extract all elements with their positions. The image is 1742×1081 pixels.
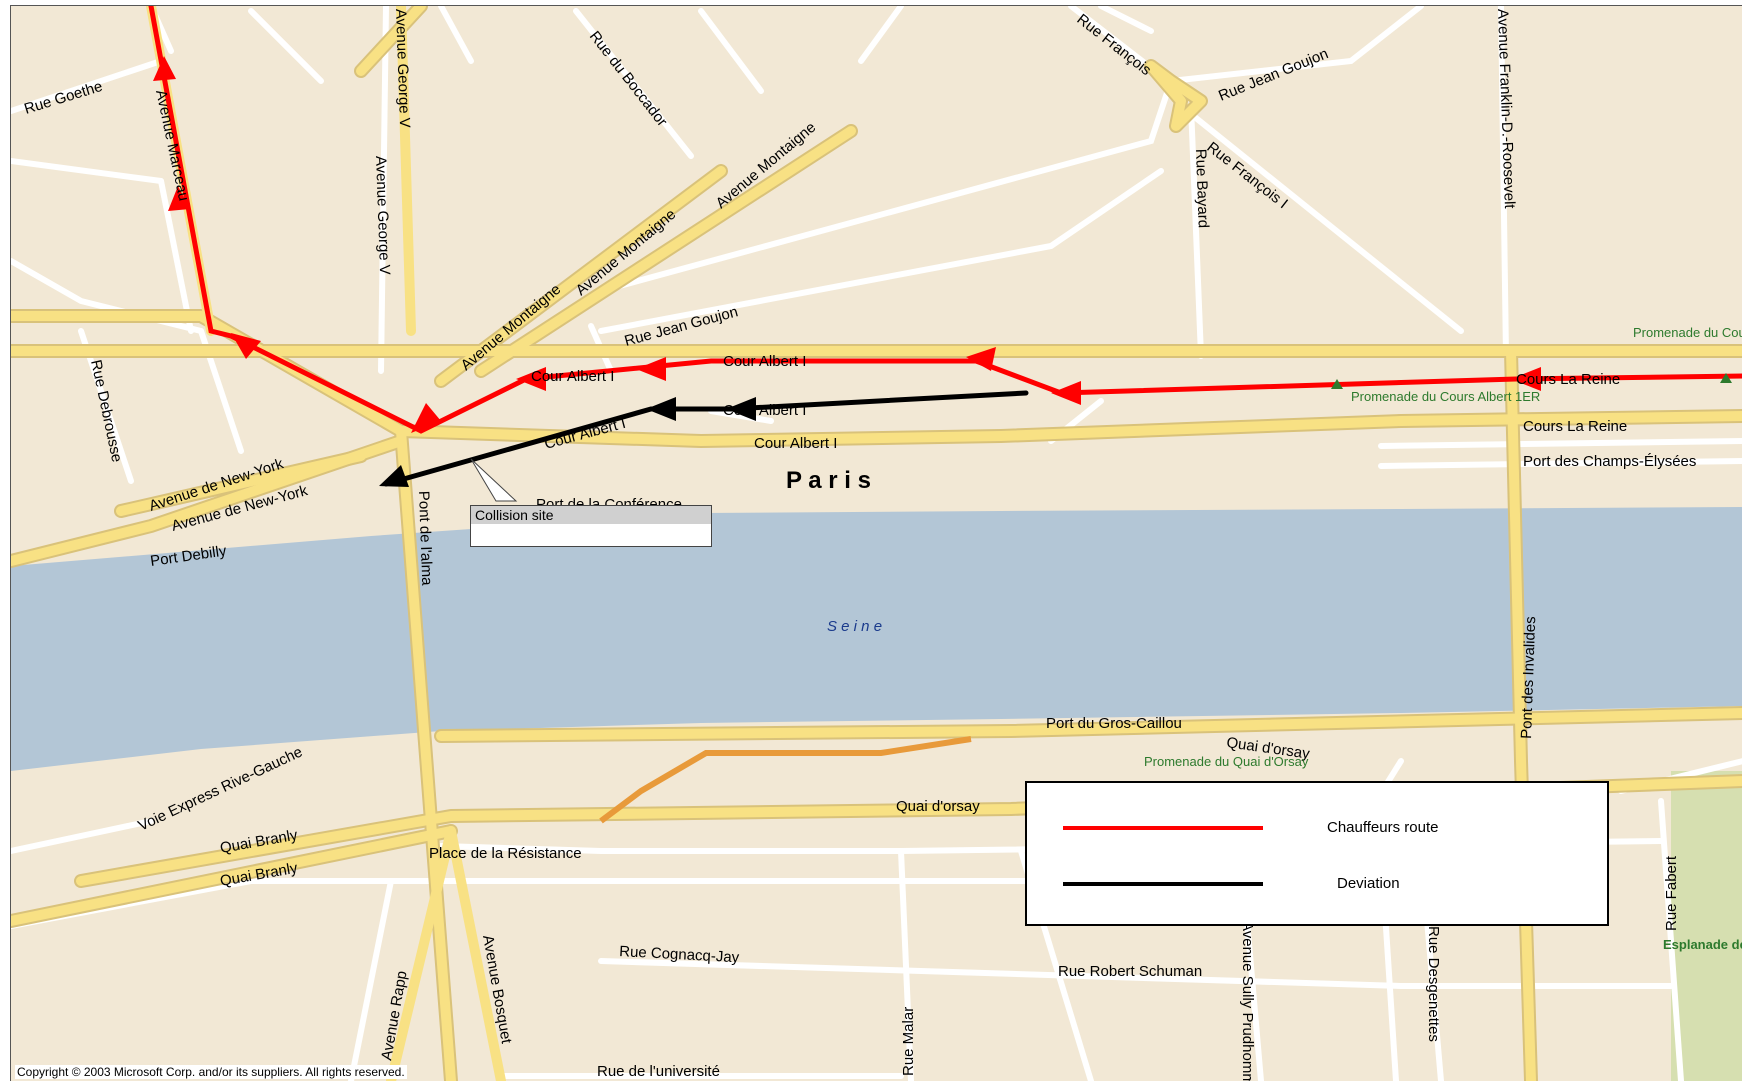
chauffeur-route — [148, 6, 1742, 434]
route-arrow — [231, 333, 261, 359]
park-label-cours-la-reine: Promenade du Cours la Reine — [1633, 325, 1742, 340]
legend-label: Chauffeurs route — [1327, 819, 1439, 836]
deviation-route — [383, 390, 1029, 487]
street-label-desgenettes: Rue Desgenettes — [1425, 926, 1442, 1042]
city-label: P a r i s — [786, 467, 871, 494]
street-label-avenue-george-v: Avenue George V — [392, 9, 413, 129]
street-label-rue-fabert: Rue Fabert — [1663, 855, 1680, 931]
route-arrow — [168, 186, 190, 211]
map-legend: Chauffeurs route Deviation — [1025, 781, 1609, 926]
street-label-rue-cognacq-jay: Rue Cognacq-Jay — [619, 943, 740, 966]
park-label-cours-albert: Promenade du Cours Albert 1ER — [1351, 389, 1540, 404]
seine-river — [11, 507, 1742, 771]
route-arrow — [153, 56, 176, 81]
map-view[interactable]: Rue Goethe Avenue Marceau Avenue George … — [10, 5, 1742, 1081]
street-label-cour-albert-2: Cour Albert I — [723, 353, 806, 370]
street-label-rue-de-luniversite: Rue de l'université — [597, 1063, 720, 1080]
street-label-avenue-george-v-2: Avenue George V — [372, 156, 393, 276]
legend-swatch-black — [1063, 882, 1263, 886]
route-arrow — [966, 347, 996, 371]
tree-icon — [1331, 379, 1343, 389]
river-label: S e i n e — [827, 618, 882, 635]
esplanade-park — [1671, 771, 1742, 1081]
street-label-pont-de-lalma: Pont de l'alma — [415, 491, 435, 587]
copyright-notice: Copyright © 2003 Microsoft Corp. and/or … — [15, 1065, 407, 1079]
street-label-pont-des-invalides: Pont des Invalides — [1518, 616, 1539, 739]
legend-label: Deviation — [1337, 875, 1400, 892]
route-arrow — [411, 403, 441, 433]
legend-item-deviation: Deviation — [1027, 869, 1607, 899]
street-label-place-de-la-resistance: Place de la Résistance — [429, 845, 582, 862]
callout-title: Collision site — [471, 506, 711, 524]
street-label-prudhomme: Avenue Sully Prudhomme — [1239, 921, 1256, 1081]
deviation-arrow — [646, 397, 676, 421]
street-label-rue-malar: Rue Malar — [900, 1007, 917, 1076]
street-label-quai-dorsay-2: Quai d'orsay — [896, 798, 980, 815]
street-label-cour-albert-5: Cour Albert I — [754, 435, 837, 452]
street-label-cours-la-reine-1: Cours La Reine — [1516, 371, 1620, 388]
street-label-rue-robert-schuman: Rue Robert Schuman — [1058, 963, 1202, 980]
street-label-port-du-gros-caillou: Port du Gros-Caillou — [1046, 715, 1182, 732]
street-label-port-des-champs: Port des Champs-Élysées — [1523, 453, 1696, 470]
route-arrow — [636, 357, 666, 381]
tree-markers — [1331, 373, 1732, 389]
street-label-cour-albert-1: Cour Albert I — [531, 368, 614, 385]
street-label-cour-albert-3: Cour Albert I — [723, 402, 806, 419]
park-labels: Promenade du Cours la Reine Promenade du… — [1144, 325, 1742, 952]
street-label-avenue-franklin: Avenue Franklin-D.-Roosevelt — [1494, 9, 1518, 210]
callout-pointer — [470, 458, 518, 502]
street-label-rue-bayard: Rue Bayard — [1192, 149, 1212, 229]
tree-icon — [1720, 373, 1732, 383]
park-label-esplanade: Esplanade des Invalides — [1663, 937, 1742, 952]
deviation-arrows — [379, 397, 756, 487]
orange-ramp — [599, 736, 972, 824]
route-arrows — [153, 56, 1541, 433]
collision-site-callout: Collision site — [470, 505, 712, 547]
park-label-quai-dorsay: Promenade du Quai d'Orsay — [1144, 754, 1309, 769]
legend-item-chauffeurs-route: Chauffeurs route — [1027, 813, 1607, 843]
street-label-cours-la-reine-2: Cours La Reine — [1523, 418, 1627, 435]
route-arrow — [1051, 381, 1081, 405]
map-canvas[interactable]: Rue Goethe Avenue Marceau Avenue George … — [11, 6, 1742, 1081]
major-roads — [11, 6, 1742, 1081]
legend-swatch-red — [1063, 826, 1263, 830]
route-arrow — [1511, 367, 1541, 391]
deviation-arrow — [726, 397, 756, 421]
route-arrow — [516, 367, 546, 391]
deviation-arrow — [379, 465, 409, 487]
